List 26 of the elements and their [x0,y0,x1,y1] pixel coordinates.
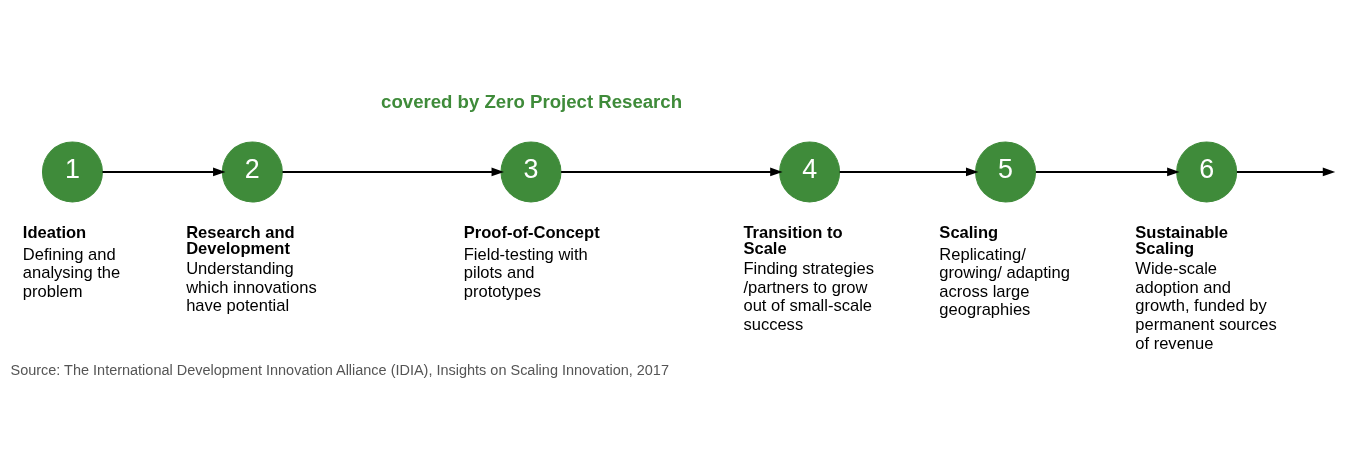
arrow [561,167,783,177]
arrow [282,167,504,177]
arrow [1035,167,1180,177]
arrow [1236,167,1336,177]
node-circle: 6 [1176,141,1238,203]
node-circle: 4 [779,141,841,203]
label: covered by Zero Project Research [381,91,683,113]
node-circle: 5 [975,141,1037,203]
node-label: Sustainable Scaling [1135,222,1229,259]
node-circle: 3 [500,141,562,203]
node-label: Wide-scale adoption and growth, funded by permanent sources of revenue [1135,259,1277,353]
node-label: Research and Development [186,222,295,259]
arrow [839,167,979,177]
node-circle: 2 [221,141,283,203]
node-label: Finding strategies/partners to grow out of small-scale success [743,259,874,334]
node-label: Understanding which innovations have potential [186,259,317,316]
node-label: Proof-of-Concept [463,222,600,242]
node-label: Defining and analysing the problem [22,244,121,301]
node-label: Replicating/ growing/ adapting across large geographies [939,244,1070,320]
node-label: Transition to Scale [743,222,843,259]
node-label: Scaling [939,222,999,242]
arrow [102,167,226,177]
node-circle: 1 [41,141,103,203]
caption: Source: The International Development Innovation Alliance (IDIA), Insights on Scaling Innovation, 2017 [10,361,669,378]
node-label: Ideation [22,222,87,242]
node-label: Field-testing with pilots and prototypes [463,244,588,301]
